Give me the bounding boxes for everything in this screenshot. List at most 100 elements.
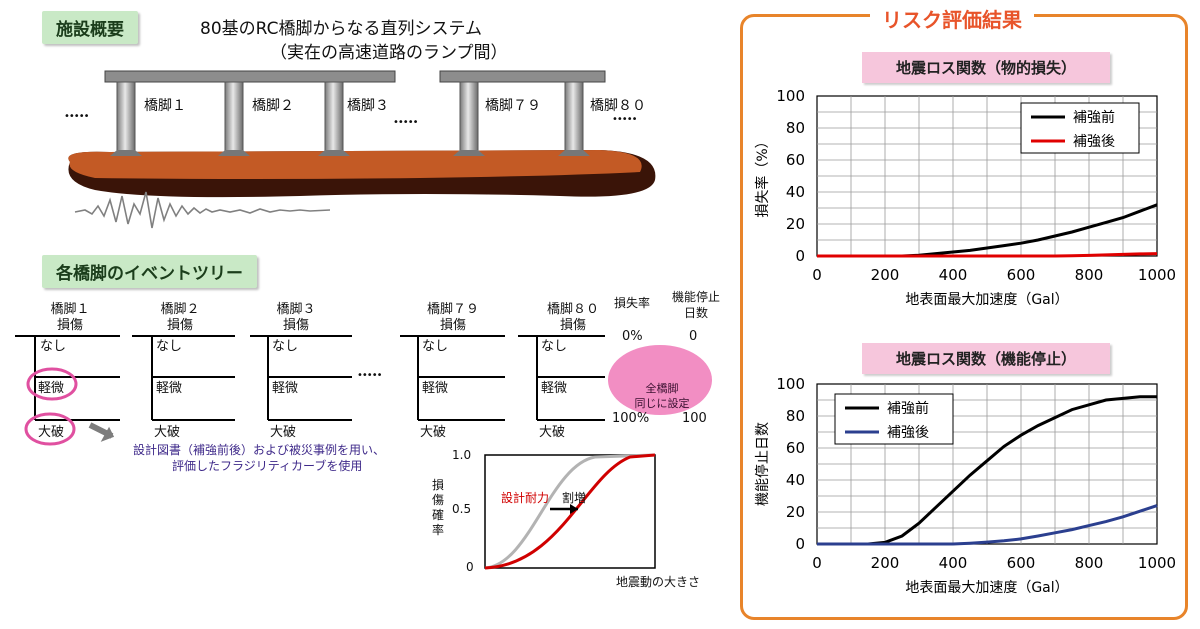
loss-legend-label-0: 補強前 xyxy=(1073,109,1115,126)
col2-state-severe: 大破 xyxy=(154,425,181,440)
tree-col-80-line1: 橋脚８０ xyxy=(546,302,599,317)
loss-value-none: 0% xyxy=(622,329,643,344)
tree-col-79-line2: 損傷 xyxy=(439,318,466,333)
down-xtick-5: 1000 xyxy=(1138,554,1176,572)
down-xtick-2: 400 xyxy=(939,554,968,572)
same-setting-bubble xyxy=(608,345,712,415)
down-ylabel: 機能停止日数 xyxy=(754,422,771,506)
down-ytick-3: 60 xyxy=(786,439,805,457)
tree-dots: ••••• xyxy=(357,370,382,381)
bubble-note-line1: 全橋脚 xyxy=(645,382,679,395)
loss-legend-label-1: 補強後 xyxy=(1073,134,1115,150)
tree-col-2-line2: 損傷 xyxy=(166,318,193,333)
loss-series-1-line xyxy=(817,252,1158,258)
down-legend xyxy=(834,393,954,445)
fragility-before-curve xyxy=(484,453,656,570)
tree-col-79-line1: 橋脚７９ xyxy=(426,302,479,317)
fragility-ytick-05: 0.5 xyxy=(452,502,472,516)
down-legend-label-1: 補強後 xyxy=(887,425,929,441)
loss-legend xyxy=(1020,102,1140,154)
downtime-header-line2: 日数 xyxy=(683,306,708,320)
loss-xtick-4: 800 xyxy=(1075,266,1104,284)
loss-ytick-4: 80 xyxy=(786,119,805,137)
loss-ytick-5: 100 xyxy=(776,87,805,105)
pier-label-80: 橋脚８０ xyxy=(590,98,646,114)
tree-col-2-line1: 橋脚２ xyxy=(160,302,200,317)
downtime-value-severe: 100 xyxy=(682,411,707,426)
loss-series-0-line xyxy=(817,203,1158,258)
down-series-0-line xyxy=(817,395,1157,546)
down-ytick-0: 0 xyxy=(795,535,805,553)
overview-label: 施設概要 xyxy=(42,11,138,44)
col3-state-severe: 大破 xyxy=(270,425,297,440)
overview-dots-right: ••••• xyxy=(612,114,637,125)
loss-xtick-5: 1000 xyxy=(1138,266,1176,284)
down-xtick-4: 800 xyxy=(1075,554,1104,572)
overview-dots-left: ••••• xyxy=(64,111,89,122)
down-xtick-1: 200 xyxy=(871,554,900,572)
col80-state-none: なし xyxy=(541,339,568,354)
pier-label-79: 橋脚７９ xyxy=(485,98,541,114)
down-ytick-5: 100 xyxy=(776,375,805,393)
down-xtick-3: 600 xyxy=(1007,554,1036,572)
loss-rate-header: 損失率 xyxy=(614,296,651,310)
bubble-note-line2: 同じに設定 xyxy=(634,397,690,410)
overview-desc-line1: 80基のRC橋脚からなる直列システム xyxy=(200,19,482,39)
col3-state-none: なし xyxy=(272,339,299,354)
highlight-severe xyxy=(24,412,76,446)
col2-state-none: なし xyxy=(156,339,183,354)
col79-state-severe: 大破 xyxy=(420,425,447,440)
col80-state-severe: 大破 xyxy=(539,425,566,440)
col79-state-minor: 軽微 xyxy=(422,381,449,396)
col1-state-severe: 大破 xyxy=(38,425,65,440)
overview-dots-mid: ••••• xyxy=(393,117,418,128)
arrow-to-fragility-icon xyxy=(100,426,115,442)
piers xyxy=(110,81,590,156)
overview-desc-line2: （実在の高速道路のランプ間） xyxy=(270,43,508,63)
deck-right xyxy=(439,70,606,83)
loss-ytick-3: 60 xyxy=(786,151,805,169)
fragility-note-line1: 設計図書（補強前後）および被災事例を用い、 xyxy=(133,443,386,457)
tree-col-3-line2: 損傷 xyxy=(282,318,309,333)
design-strength-label: 設計耐力 xyxy=(501,491,550,505)
down-legend-label-0: 補強前 xyxy=(887,400,929,417)
increase-arrow-icon xyxy=(570,504,578,514)
down-xlabel: 地表面最大加速度（Gal） xyxy=(905,580,1068,596)
downtime-header-line1: 機能停止 xyxy=(671,290,720,304)
col1-state-minor: 軽微 xyxy=(38,381,65,396)
loss-chart-title: 地震ロス関数（物的損失） xyxy=(862,52,1110,83)
risk-result-title: リスク評価結果 xyxy=(870,4,1034,33)
downtime-value-none: 0 xyxy=(689,329,698,344)
col80-state-minor: 軽微 xyxy=(541,381,568,396)
loss-value-severe: 100% xyxy=(612,411,650,426)
downtime-chart-title: 地震ロス関数（機能停止） xyxy=(862,343,1110,374)
down-ytick-2: 40 xyxy=(786,471,805,489)
loss-xtick-3: 600 xyxy=(1007,266,1036,284)
down-series-1-line xyxy=(817,504,1158,546)
loss-xtick-0: 0 xyxy=(812,266,822,284)
loss-ylabel: 損失率（%） xyxy=(754,134,771,217)
col3-state-minor: 軽微 xyxy=(272,381,299,396)
highlight-minor xyxy=(26,367,78,401)
down-ytick-1: 20 xyxy=(786,503,805,521)
loss-ytick-2: 40 xyxy=(786,183,805,201)
down-ytick-4: 80 xyxy=(786,407,805,425)
tree-col-80-line2: 損傷 xyxy=(559,318,586,333)
fragility-curve-chart xyxy=(484,453,656,570)
increase-label: 割増 xyxy=(562,491,587,505)
event-tree-label: 各橋脚のイベントツリー xyxy=(42,255,257,288)
pier-label-1: 橋脚１ xyxy=(144,98,186,114)
fragility-xlabel: 地震動の大きさ xyxy=(616,575,701,589)
col1-state-none: なし xyxy=(40,339,67,354)
deck-left xyxy=(104,70,396,83)
loss-xtick-2: 400 xyxy=(939,266,968,284)
tree-col-1-line2: 損傷 xyxy=(56,318,83,333)
pier-label-3: 橋脚３ xyxy=(347,98,389,114)
tree-col-1-line1: 橋脚１ xyxy=(50,302,90,317)
fragility-ylabel: 損傷確率 xyxy=(432,478,445,537)
event-tree-lines xyxy=(15,335,712,446)
fragility-ytick-0: 0 xyxy=(466,560,474,574)
loss-xtick-1: 200 xyxy=(871,266,900,284)
